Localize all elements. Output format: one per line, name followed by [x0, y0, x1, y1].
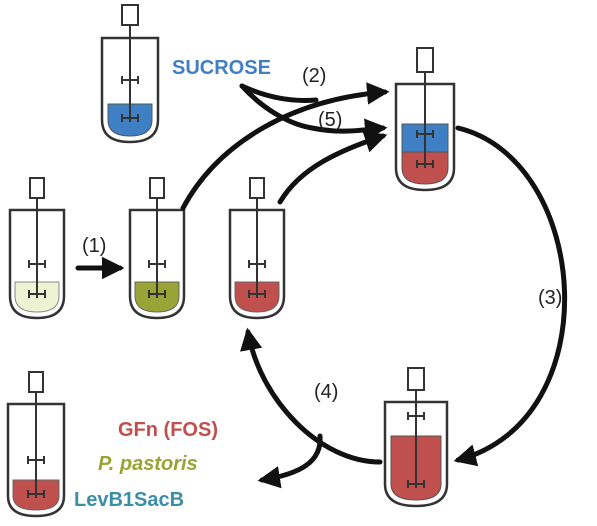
- step-1-label: (1): [82, 235, 106, 257]
- bioreactor-sucrose-icon: [100, 4, 160, 144]
- arrow-sucrose-feed: [239, 83, 388, 141]
- step-2-label: (2): [302, 65, 326, 87]
- bioreactor-fos-icon: [383, 367, 449, 508]
- bioreactor-mixed-icon: [394, 47, 456, 192]
- step-3-label: (3): [538, 287, 562, 309]
- arrow-step-2: [180, 82, 390, 211]
- bioreactor-pale-green-icon: [8, 177, 66, 320]
- levb1sacb-label: LevB1SacB: [74, 489, 184, 511]
- p-pastoris-label: P. pastoris: [98, 453, 198, 475]
- bioreactor-green-icon: [128, 177, 186, 320]
- arrow-product-out: [257, 433, 323, 489]
- arrow-step-4: [240, 327, 383, 465]
- bioreactor-product-icon: [6, 371, 66, 518]
- arrow-step-5: [277, 130, 388, 205]
- bioreactor-red-icon: [228, 177, 286, 320]
- step-5-label: (5): [318, 109, 342, 131]
- arrow-sucrose-feed-upper: [239, 83, 319, 103]
- gfn-fos-label: GFn (FOS): [118, 419, 218, 441]
- sucrose-label: SUCROSE: [172, 57, 271, 79]
- arrow-step-3: [453, 125, 567, 467]
- step-4-label: (4): [314, 381, 338, 403]
